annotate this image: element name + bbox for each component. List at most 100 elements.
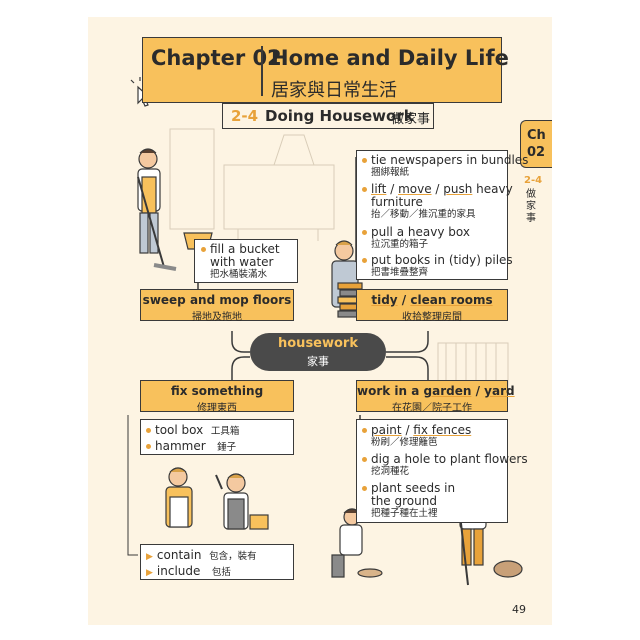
garden-item-1-fix: fix fences bbox=[413, 423, 472, 437]
tidy-item-1-en: tie newspapers in bundles bbox=[371, 153, 529, 167]
arrow-icon: ▶ bbox=[146, 552, 153, 562]
tidy-clean-title: tidy / clean rooms bbox=[357, 293, 507, 307]
fix-something-zh: 修理東西 bbox=[197, 403, 237, 414]
tidy-sep: / bbox=[397, 293, 411, 307]
hub-title: housework bbox=[278, 336, 358, 351]
garden-title-prefix: work in a bbox=[357, 384, 424, 398]
tidy-clean-zh: 收拾整理房間 bbox=[402, 312, 462, 323]
extra-item-1-zh: 包含，裝有 bbox=[209, 551, 257, 562]
extra-item-2: ▶include 包括 bbox=[146, 565, 231, 580]
chapter-title-zh: 居家與日常生活 bbox=[271, 80, 397, 101]
fix-something-title: fix something bbox=[170, 384, 264, 398]
tidy-item-2-sep2: / bbox=[431, 182, 444, 196]
tidy-item-4-zh: 把書堆疊整齊 bbox=[371, 267, 429, 278]
person-mopping-illustration bbox=[137, 148, 213, 271]
tool-item-2-zh: 錘子 bbox=[217, 442, 237, 453]
tidy-item-1: tie newspapers in bundles bbox=[362, 154, 528, 167]
tool-item-1: tool box 工具箱 bbox=[146, 424, 239, 438]
garden-item-3-zh: 把種子種在土裡 bbox=[371, 508, 438, 519]
tidy-item-2-heavy: heavy bbox=[472, 182, 513, 196]
section-header: 2-4 Doing Housework 做家事 bbox=[222, 103, 434, 129]
fix-something-box: fix something 修理東西 bbox=[140, 380, 294, 414]
garden-sep: / bbox=[471, 384, 485, 398]
tool-item-2-en: hammer bbox=[155, 439, 206, 453]
tool-item-1-zh: 工具箱 bbox=[210, 426, 240, 437]
tab-ch-label: Ch 02 bbox=[527, 127, 546, 161]
extra-item-1-en: contain bbox=[156, 548, 202, 562]
tab-section-number: 2-4 bbox=[524, 175, 543, 186]
section-title-zh: 做家事 bbox=[391, 112, 431, 127]
tidy-item-4-en: put books in (tidy) piles bbox=[371, 253, 513, 267]
housework-hub: housework 家事 bbox=[250, 333, 386, 371]
garden-list-box: paint / fix fences 粉刷／修理籬笆 dig a hole to… bbox=[356, 419, 528, 523]
tidy-item-2-lift: lift bbox=[371, 182, 387, 196]
bullet-icon bbox=[362, 457, 367, 462]
garden-item-2: dig a hole to plant flowers bbox=[362, 453, 528, 466]
sweep-mop-zh: 掃地及拖地 bbox=[192, 312, 242, 323]
extra-item-2-zh: 包括 bbox=[211, 567, 231, 578]
fill-bucket-line2: with water bbox=[210, 255, 274, 269]
tidy-item-2-line2: furniture bbox=[371, 195, 423, 209]
tidy-item-3-en: pull a heavy box bbox=[371, 225, 470, 239]
fill-bucket-text1: fill a bucket bbox=[210, 242, 280, 256]
contain-include-box: ▶contain 包含，裝有 ▶include 包括 bbox=[140, 544, 294, 580]
chapter-title: Home and Daily Life bbox=[271, 46, 509, 70]
extra-item-2-en: include bbox=[156, 564, 201, 578]
tidy-item-2-move: move bbox=[398, 182, 432, 196]
garden-item-1-sep: / bbox=[401, 423, 414, 437]
decor-layer bbox=[127, 77, 523, 586]
tidy-item-2-sep1: / bbox=[386, 182, 399, 196]
tool-item-2: hammer 錘子 bbox=[146, 440, 236, 454]
garden-item-1-zh: 粉刷／修理籬笆 bbox=[371, 437, 438, 448]
garden-item-1: paint / fix fences bbox=[362, 424, 471, 437]
garden-word: garden bbox=[423, 384, 472, 398]
garden-yard-box: work in a garden / yard 在花園／院子工作 bbox=[356, 380, 515, 414]
tidy-item-2-push: push bbox=[443, 182, 473, 196]
extra-item-1: ▶contain 包含，裝有 bbox=[146, 549, 257, 564]
chapter-number: Chapter 02 bbox=[151, 46, 282, 70]
tools-list-box: tool box 工具箱 hammer 錘子 bbox=[140, 419, 294, 455]
garden-yard-title: work in a garden / yard bbox=[357, 384, 515, 398]
bullet-icon bbox=[146, 444, 151, 449]
clean-rooms-word: clean rooms bbox=[410, 293, 493, 307]
tab-ch: Ch bbox=[527, 128, 546, 143]
hub-title-zh: 家事 bbox=[307, 355, 329, 368]
bullet-icon bbox=[362, 158, 367, 163]
tidy-item-2-zh: 抬／移動／推沉重的家具 bbox=[371, 209, 476, 220]
bullet-icon bbox=[146, 428, 151, 433]
tidy-list-box: tie newspapers in bundles 捆綁報紙 lift / mo… bbox=[356, 150, 528, 280]
garden-item-2-en: dig a hole to plant flowers bbox=[371, 452, 528, 466]
tidy-item-3-zh: 拉沉重的箱子 bbox=[371, 239, 429, 250]
tool-item-1-en: tool box bbox=[155, 423, 204, 437]
arrow-icon: ▶ bbox=[146, 568, 153, 578]
tidy-word: tidy bbox=[371, 293, 398, 307]
section-number: 2-4 bbox=[231, 107, 259, 125]
page-number: 49 bbox=[512, 603, 526, 616]
bullet-icon bbox=[201, 247, 206, 252]
bullet-icon bbox=[362, 428, 367, 433]
fill-bucket-zh: 把水桶裝滿水 bbox=[210, 269, 268, 280]
bullet-icon bbox=[362, 230, 367, 235]
garden-item-1-paint: paint bbox=[371, 423, 402, 437]
yard-word: yard bbox=[484, 384, 515, 398]
garden-yard-zh: 在花園／院子工作 bbox=[392, 403, 472, 414]
tidy-item-2: lift / move / push heavy bbox=[362, 183, 513, 196]
bullet-icon bbox=[362, 258, 367, 263]
section-title: Doing Housework bbox=[265, 107, 414, 125]
garden-item-3-en1: plant seeds in bbox=[371, 481, 456, 495]
tidy-item-4: put books in (tidy) piles bbox=[362, 254, 513, 267]
workers-with-tools-illustration bbox=[165, 467, 269, 530]
tab-section-zh: 做家事 bbox=[526, 189, 536, 224]
chapter-header: Chapter 02 Home and Daily Life 居家與日常生活 bbox=[142, 37, 509, 103]
tab-ch-num: 02 bbox=[527, 145, 546, 160]
tidy-item-1-zh: 捆綁報紙 bbox=[371, 167, 410, 178]
textbook-page: Chapter 02 Home and Daily Life 居家與日常生活 2… bbox=[88, 17, 552, 625]
garden-item-3-line2: the ground bbox=[371, 494, 437, 508]
sweep-mop-title: sweep and mop floors bbox=[142, 293, 292, 307]
fill-bucket-box: fill a bucket with water 把水桶裝滿水 bbox=[194, 239, 298, 283]
sweep-mop-box: sweep and mop floors 掃地及拖地 bbox=[140, 289, 294, 323]
chapter-side-tab: Ch 02 bbox=[520, 120, 552, 168]
bullet-icon bbox=[362, 486, 367, 491]
tidy-clean-box: tidy / clean rooms 收拾整理房間 bbox=[356, 289, 508, 323]
chapter-divider bbox=[261, 46, 263, 96]
